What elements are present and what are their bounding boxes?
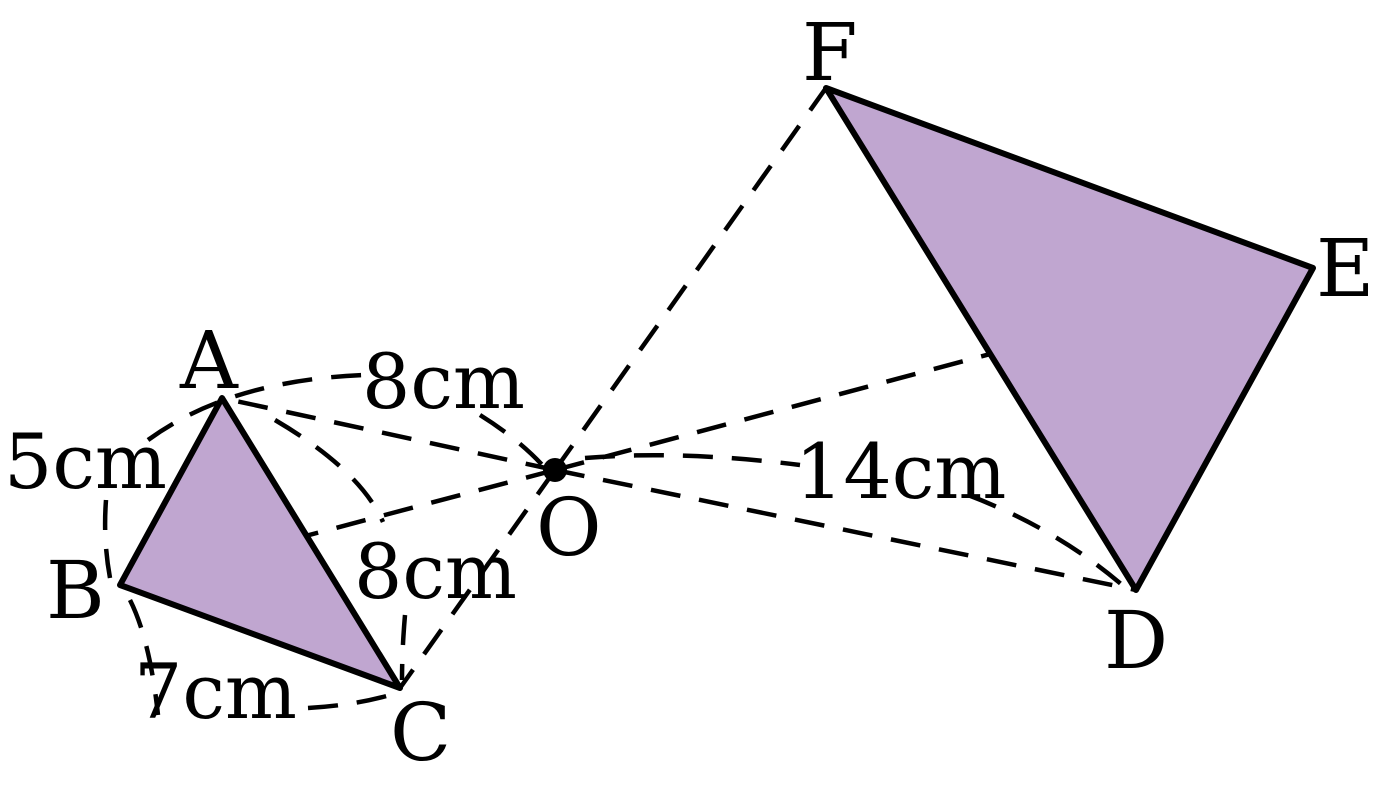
arc-o-d [584, 452, 801, 468]
segment-o-b [119, 467, 556, 588]
arc-a-rotation-end [478, 413, 547, 470]
arc-bc-lower [127, 598, 161, 716]
triangle-def [823, 85, 1316, 593]
vertex-label-e: E [1316, 222, 1374, 315]
segment-o-c [398, 468, 557, 690]
vertex-label-c: C [390, 686, 451, 779]
length-label-od: 14cm [795, 427, 1006, 516]
vertex-label-b: B [46, 544, 105, 637]
triangle-abc [117, 395, 403, 691]
vertex-label-o: O [536, 481, 602, 574]
arc-a-rotation [146, 372, 366, 442]
length-label-ab: 5cm [4, 417, 167, 506]
arc-o-d-end [967, 492, 1130, 592]
vertex-label-d: D [1104, 594, 1168, 687]
segment-o-d [554, 467, 1137, 593]
length-label-ca: 8cm [354, 527, 517, 616]
length-label-oa: 8cm [362, 337, 525, 426]
segment-o-f [553, 86, 828, 472]
vertex-label-f: F [802, 6, 858, 99]
length-label-bc: 7cm [134, 647, 297, 736]
arc-bc-lower-end [307, 689, 401, 711]
arc-ac-inner [273, 418, 386, 523]
arc-b-left [102, 499, 113, 579]
arc-c-upper [399, 614, 408, 681]
vertex-label-a: A [179, 314, 239, 407]
point-o-dot [543, 458, 567, 482]
segment-o-a [221, 395, 556, 473]
